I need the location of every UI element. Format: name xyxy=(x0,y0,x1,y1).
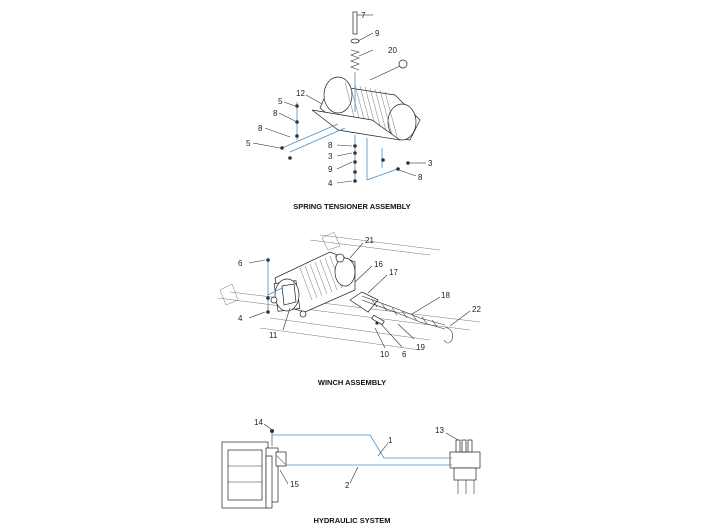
hydraulic-system: 14 1 13 15 2 HYDRAULIC SYSTEM xyxy=(221,418,481,525)
tensioner-drum xyxy=(311,59,421,141)
callout-5: 5 xyxy=(278,97,283,106)
callout-7: 7 xyxy=(361,11,366,20)
callout-9: 9 xyxy=(375,29,380,38)
frame-rails xyxy=(217,231,481,351)
callout-12: 12 xyxy=(296,89,305,98)
callout-16: 16 xyxy=(374,260,383,269)
callout-2: 2 xyxy=(345,481,350,490)
callout-4: 4 xyxy=(238,314,243,323)
hydraulic-leaders xyxy=(263,423,459,485)
title-winch-assembly: WINCH ASSEMBLY xyxy=(318,378,386,387)
callout-18: 18 xyxy=(441,291,450,300)
tensioner-fasteners xyxy=(280,102,410,183)
callout-13: 13 xyxy=(435,426,444,435)
winch-assembly: 21 6 16 17 18 22 4 11 10 6 19 WINCH ASSE… xyxy=(217,231,481,387)
hydraulic-power-unit xyxy=(221,429,287,509)
callout-20: 20 xyxy=(388,46,397,55)
callout-15: 15 xyxy=(290,480,299,489)
callout-22: 22 xyxy=(472,305,481,314)
spring-tensioner-assembly: 7 9 20 5 12 8 8 5 8 3 9 4 3 8 SPRING TEN… xyxy=(246,11,433,211)
hydraulic-hoses xyxy=(272,434,452,466)
callout-3: 3 xyxy=(328,152,333,161)
title-hydraulic-system: HYDRAULIC SYSTEM xyxy=(313,516,390,525)
callout-8: 8 xyxy=(418,173,423,182)
callout-5: 5 xyxy=(246,139,251,148)
callout-14: 14 xyxy=(254,418,263,427)
control-valve-block xyxy=(449,439,481,494)
callout-8: 8 xyxy=(258,124,263,133)
callout-4: 4 xyxy=(328,179,333,188)
spring-bolt-stack xyxy=(350,11,361,112)
callout-8: 8 xyxy=(273,109,278,118)
callout-1: 1 xyxy=(388,436,393,445)
callout-6: 6 xyxy=(238,259,243,268)
winch-leaders xyxy=(248,242,471,349)
winch-fasteners xyxy=(266,258,283,314)
callout-8: 8 xyxy=(328,141,333,150)
callout-11: 11 xyxy=(269,331,278,340)
callout-3: 3 xyxy=(428,159,433,168)
title-spring-tensioner: SPRING TENSIONER ASSEMBLY xyxy=(293,202,410,211)
callout-21: 21 xyxy=(365,236,374,245)
callout-9: 9 xyxy=(328,165,333,174)
callout-17: 17 xyxy=(389,268,398,277)
winch-drum xyxy=(270,251,356,318)
callout-19: 19 xyxy=(416,343,425,352)
spring-leaders xyxy=(252,14,426,184)
callout-10: 10 xyxy=(380,350,389,359)
callout-6: 6 xyxy=(402,350,407,359)
winch-chain xyxy=(349,291,453,344)
